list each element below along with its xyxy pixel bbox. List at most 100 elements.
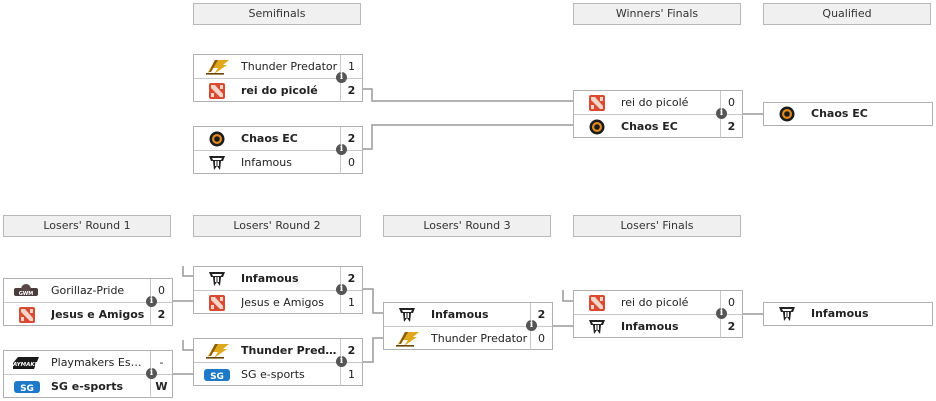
- team-name: Infamous: [241, 272, 299, 285]
- team-name: Gorillaz-Pride: [51, 284, 125, 297]
- chaos-ec-logo-icon: [588, 119, 606, 135]
- team-row[interactable]: Chaos EC 2: [574, 115, 742, 138]
- match-semifinal-1[interactable]: Thunder Predator 1 rei do picolé 2: [193, 54, 363, 102]
- match-info-icon[interactable]: i: [716, 108, 727, 119]
- connector-lr2b-lr3: [363, 337, 383, 363]
- match-info-icon[interactable]: i: [526, 320, 537, 331]
- team-score: 2: [150, 303, 172, 326]
- team-row[interactable]: Infamous: [764, 303, 932, 325]
- team-name: Chaos EC: [241, 132, 298, 145]
- infamous-logo-icon: [208, 155, 226, 171]
- match-losers-r3[interactable]: Infamous 2 Thunder Predator 0: [383, 302, 553, 350]
- team-row[interactable]: rei do picolé 0: [574, 91, 742, 115]
- team-name: SG e-sports: [51, 380, 124, 393]
- dota-logo-icon: [588, 295, 606, 311]
- team-row[interactable]: Thunder Predator 0: [384, 327, 552, 350]
- team-score: 2: [530, 303, 552, 326]
- match-losers-r1-2[interactable]: Playmakers Esports - SG e-sports W: [3, 350, 173, 398]
- team-row[interactable]: Thunder Predator 1: [194, 55, 362, 79]
- team-row[interactable]: Jesus e Amigos 2: [4, 303, 172, 326]
- match-info-icon[interactable]: i: [146, 368, 157, 379]
- qualified-slot-1[interactable]: Chaos EC: [763, 102, 933, 126]
- gorillaz-pride-logo-icon: [14, 283, 38, 299]
- team-score: 2: [340, 339, 362, 362]
- match-info-icon[interactable]: i: [336, 356, 347, 367]
- team-name: Jesus e Amigos: [241, 296, 324, 309]
- team-name: Infamous: [431, 308, 489, 321]
- team-name: Chaos EC: [811, 107, 868, 120]
- match-info-icon[interactable]: i: [146, 296, 157, 307]
- team-name: Chaos EC: [621, 120, 678, 133]
- connector-lf-entry: [562, 290, 573, 302]
- match-info-icon[interactable]: i: [336, 284, 347, 295]
- header-semifinals: Semifinals: [193, 3, 361, 25]
- dota-logo-icon: [208, 295, 226, 311]
- sg-esports-logo-icon: [14, 379, 40, 395]
- match-losers-finals[interactable]: rei do picolé 0 Infamous 2: [573, 290, 743, 338]
- team-name: SG e-sports: [241, 368, 305, 381]
- team-row[interactable]: Infamous 2: [384, 303, 552, 327]
- team-score: 0: [340, 151, 362, 174]
- team-row[interactable]: Jesus e Amigos 1: [194, 291, 362, 314]
- team-row[interactable]: Chaos EC: [764, 103, 932, 125]
- team-row[interactable]: Thunder Predator 2: [194, 339, 362, 363]
- team-row[interactable]: rei do picolé 2: [194, 79, 362, 102]
- header-losers-round-2: Losers' Round 2: [193, 215, 361, 237]
- team-row[interactable]: SG e-sports W: [4, 375, 172, 398]
- match-info-icon[interactable]: i: [716, 308, 727, 319]
- team-row[interactable]: Infamous 2: [194, 267, 362, 291]
- match-winners-finals[interactable]: rei do picolé 0 Chaos EC 2: [573, 90, 743, 138]
- connector-lr2a-entry: [182, 266, 193, 277]
- team-name: Infamous: [621, 320, 679, 333]
- team-row[interactable]: Chaos EC 2: [194, 127, 362, 151]
- team-name: rei do picolé: [621, 296, 689, 309]
- header-winners-finals: Winners' Finals: [573, 3, 741, 25]
- team-score: 2: [720, 115, 742, 138]
- match-losers-r1-1[interactable]: Gorillaz-Pride 0 Jesus e Amigos 2: [3, 278, 173, 326]
- team-name: Infamous: [241, 156, 292, 169]
- match-info-icon[interactable]: i: [336, 144, 347, 155]
- thunder-predator-logo-icon: [396, 331, 420, 347]
- thunder-predator-logo-icon: [206, 343, 230, 359]
- team-row[interactable]: Playmakers Esports -: [4, 351, 172, 375]
- match-semifinal-2[interactable]: Chaos EC 2 Infamous 0: [193, 126, 363, 174]
- dota-logo-icon: [208, 83, 226, 99]
- chaos-ec-logo-icon: [778, 106, 796, 122]
- team-row[interactable]: Gorillaz-Pride 0: [4, 279, 172, 303]
- header-losers-round-3: Losers' Round 3: [383, 215, 551, 237]
- team-score: 0: [530, 327, 552, 350]
- team-name: Thunder Predator: [241, 344, 337, 357]
- playmakers-logo-icon: [12, 355, 40, 371]
- match-losers-r2-1[interactable]: Infamous 2 Jesus e Amigos 1: [193, 266, 363, 314]
- team-row[interactable]: Infamous 2: [574, 315, 742, 338]
- team-score: 2: [340, 79, 362, 102]
- infamous-logo-icon: [778, 306, 796, 322]
- connector-sf2-wf: [363, 124, 573, 150]
- team-score: 0: [720, 91, 742, 114]
- team-name: rei do picolé: [241, 84, 318, 97]
- infamous-logo-icon: [208, 271, 226, 287]
- team-score: W: [150, 375, 172, 398]
- match-info-icon[interactable]: i: [336, 72, 347, 83]
- header-losers-round-1: Losers' Round 1: [3, 215, 171, 237]
- team-name: rei do picolé: [621, 96, 689, 109]
- team-row[interactable]: Infamous 0: [194, 151, 362, 174]
- thunder-predator-logo-icon: [206, 59, 230, 75]
- dota-logo-icon: [588, 95, 606, 111]
- connector-sf1-wf: [363, 88, 573, 102]
- match-losers-r2-2[interactable]: Thunder Predator 2 SG e-sports 1: [193, 338, 363, 386]
- chaos-ec-logo-icon: [208, 131, 226, 147]
- team-score: 2: [340, 267, 362, 290]
- header-qualified: Qualified: [763, 3, 931, 25]
- dota-logo-icon: [18, 307, 36, 323]
- sg-esports-logo-icon: [204, 367, 230, 383]
- team-name: Thunder Predator: [241, 60, 338, 73]
- qualified-slot-2[interactable]: Infamous: [763, 302, 933, 326]
- infamous-logo-icon: [588, 319, 606, 335]
- team-row[interactable]: SG e-sports 1: [194, 363, 362, 386]
- team-row[interactable]: rei do picolé 0: [574, 291, 742, 315]
- infamous-logo-icon: [398, 307, 416, 323]
- team-name: Thunder Predator: [431, 332, 528, 345]
- team-score: 1: [340, 291, 362, 314]
